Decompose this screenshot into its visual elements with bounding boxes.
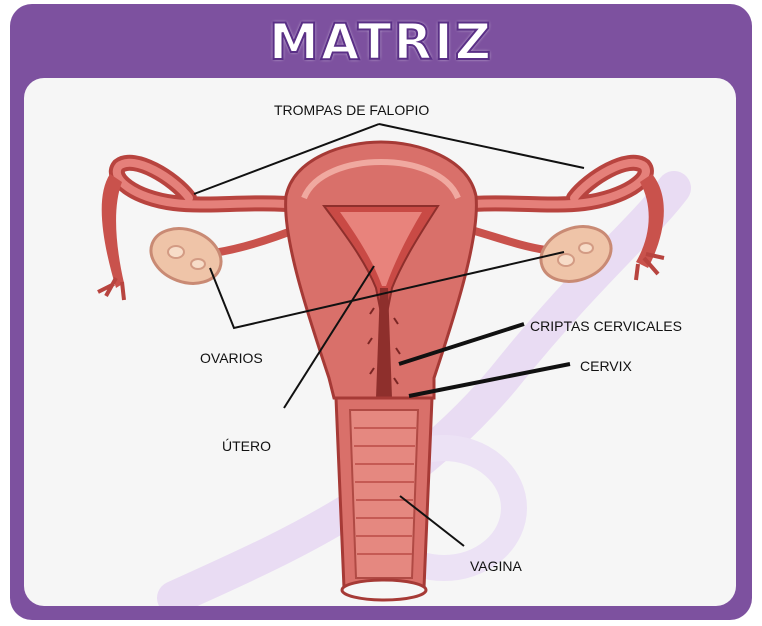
label-cervical-crypts: CRIPTAS CERVICALES — [530, 318, 682, 334]
label-ovaries: OVARIOS — [200, 350, 263, 366]
diagram-panel: TROMPAS DE FALOPIO OVARIOS ÚTERO CRIPTAS… — [24, 78, 736, 606]
label-vagina: VAGINA — [470, 558, 522, 574]
uterus-illustration — [24, 78, 736, 606]
label-fallopian-tubes: TROMPAS DE FALOPIO — [274, 102, 429, 118]
page-title: MATRIZ — [10, 10, 752, 74]
right-ovarian-ligament — [464, 228, 546, 250]
label-cervix: CERVIX — [580, 358, 632, 374]
label-uterus: ÚTERO — [222, 438, 271, 454]
vaginal-opening — [342, 580, 426, 600]
left-ovarian-ligament — [214, 228, 299, 253]
poster-frame: MATRIZ — [10, 4, 752, 620]
